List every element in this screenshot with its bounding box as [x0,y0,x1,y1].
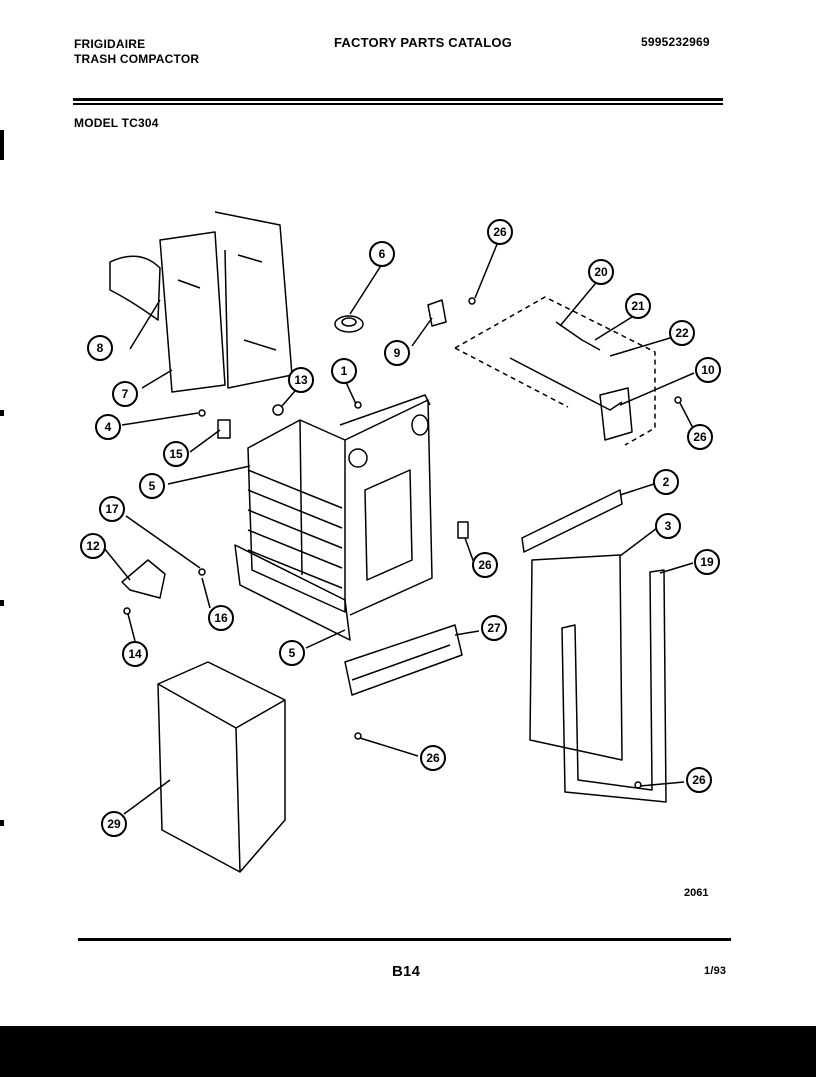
bottom-rail-edge [351,644,451,681]
callout-4: 4 [95,414,121,440]
callout-19: 19 [694,549,720,575]
callout-2: 2 [653,469,679,495]
revision-date: 1/93 [704,965,727,977]
callout-8: 8 [87,335,113,361]
svg-text:20: 20 [594,265,608,279]
svg-text:26: 26 [478,558,492,572]
bracket-part [599,387,633,441]
svg-text:16: 16 [214,611,228,625]
callout-7: 7 [112,381,138,407]
callout-6: 6 [369,241,395,267]
svg-text:14: 14 [128,647,142,661]
callout-15: 15 [163,441,189,467]
header-rule-top [73,98,723,101]
callout-5: 5 [139,473,165,499]
rail-assembly-outline [454,296,656,446]
callout-26-top: 26 [487,219,513,245]
svg-text:21: 21 [631,299,645,313]
svg-text:7: 7 [122,387,129,401]
bumper-part [334,315,364,333]
callout-12: 12 [80,533,106,559]
callout-1: 1 [331,358,357,384]
page-code: B14 [392,963,421,980]
latch-bracket-part [121,559,166,599]
callout-3: 3 [655,513,681,539]
callout-5b: 5 [279,640,305,666]
bag-liner-panels [109,211,293,393]
svg-text:26: 26 [692,773,706,787]
model-number: MODEL TC304 [74,116,159,130]
scan-edge-mark [0,410,4,416]
bottom-rail-part [344,624,463,696]
svg-text:26: 26 [426,751,440,765]
callout-20: 20 [588,259,614,285]
bracket-part [427,299,447,327]
svg-text:3: 3 [665,519,672,533]
rail-part [509,357,623,411]
svg-text:8: 8 [97,341,104,355]
drawing-number: 2061 [684,887,708,899]
svg-text:9: 9 [394,346,401,360]
trash-bag-part [157,661,286,873]
callout-10: 10 [695,357,721,383]
scan-border-bottom [0,1026,816,1077]
callout-26-door: 26 [686,767,712,793]
door-rail-part [521,489,623,553]
svg-text:26: 26 [493,225,507,239]
svg-text:13: 13 [294,373,308,387]
callout-29: 29 [101,811,127,837]
svg-text:12: 12 [86,539,100,553]
callout-26-right: 26 [687,424,713,450]
callout-22: 22 [669,320,695,346]
brand-name: FRIGIDAIRE [74,37,146,51]
svg-text:6: 6 [379,247,386,261]
scan-edge-mark [0,820,4,826]
svg-text:26: 26 [693,430,707,444]
catalog-title: FACTORY PARTS CATALOG [334,35,513,50]
callout-13: 13 [288,367,314,393]
svg-text:19: 19 [700,555,714,569]
svg-text:10: 10 [701,363,715,377]
callout-14: 14 [122,641,148,667]
svg-text:15: 15 [169,447,183,461]
svg-text:29: 29 [107,817,121,831]
svg-text:5: 5 [289,646,296,660]
cabinet-frame [234,394,433,641]
svg-text:2: 2 [663,475,670,489]
footer-rule [78,938,731,941]
svg-text:4: 4 [105,420,112,434]
callout-9: 9 [384,340,410,366]
callout-17: 17 [99,496,125,522]
scan-edge-mark [0,600,4,606]
part-callouts: 6 7 8 4 15 5 13 1 6 9 26 20 21 22 10 26 … [80,219,721,837]
svg-text:5: 5 [149,479,156,493]
svg-text:1: 1 [341,364,348,378]
callout-26-mid: 26 [472,552,498,578]
catalog-number: 5995232969 [641,35,710,49]
header-rule-bottom [73,103,723,105]
callout-27: 27 [481,615,507,641]
product-name: TRASH COMPACTOR [74,52,200,66]
spring-part [555,321,601,351]
callout-21: 21 [625,293,651,319]
door-panel-part [529,554,623,761]
callout-16: 16 [208,605,234,631]
scan-edge-mark [0,130,4,160]
callout-26-bottom: 26 [420,745,446,771]
svg-text:17: 17 [105,502,119,516]
svg-text:27: 27 [487,621,501,635]
svg-text:22: 22 [675,326,689,340]
door-frame-part [561,569,667,803]
